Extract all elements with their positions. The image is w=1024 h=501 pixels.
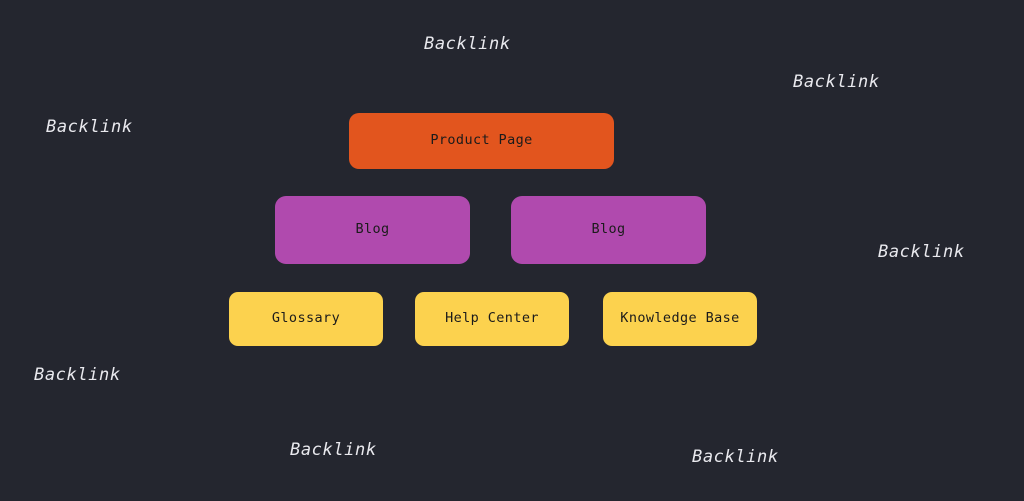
node-label: Knowledge Base	[620, 310, 740, 327]
node-label: Product Page	[430, 132, 533, 149]
node-help-center[interactable]: Help Center	[415, 292, 569, 346]
backlink-left-lower-label: Backlink	[34, 365, 121, 385]
node-glossary[interactable]: Glossary	[229, 292, 383, 346]
backlink-bottom-right-label: Backlink	[692, 447, 779, 467]
node-product-page[interactable]: Product Page	[349, 113, 614, 169]
backlink-left-upper-label: Backlink	[46, 117, 133, 137]
node-label: Help Center	[445, 310, 539, 327]
backlink-top-center-label: Backlink	[424, 34, 511, 54]
node-label: Blog	[355, 221, 390, 238]
node-label: Blog	[591, 221, 626, 238]
node-label: Glossary	[271, 310, 341, 327]
node-knowledge-base[interactable]: Knowledge Base	[603, 292, 757, 346]
backlink-bottom-left-label: Backlink	[290, 440, 377, 460]
node-blog-1[interactable]: Blog	[275, 196, 470, 264]
node-blog-2[interactable]: Blog	[511, 196, 706, 264]
backlink-top-right-label: Backlink	[793, 72, 880, 92]
backlink-right-mid-label: Backlink	[878, 242, 965, 262]
